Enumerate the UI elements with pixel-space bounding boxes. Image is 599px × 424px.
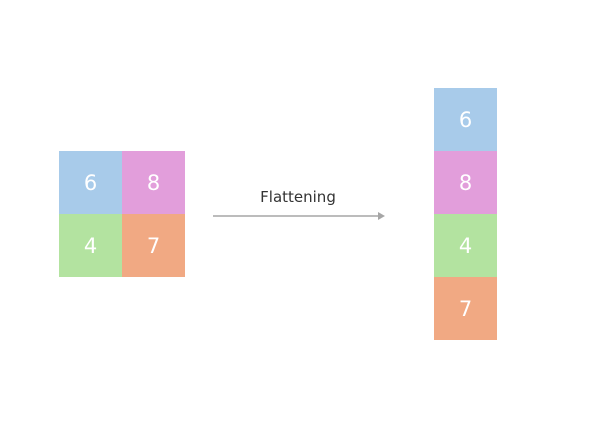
right-arrow-icon xyxy=(213,212,385,220)
input-cell: 8 xyxy=(122,151,185,214)
input-cell: 6 xyxy=(59,151,122,214)
output-cell: 6 xyxy=(434,88,497,151)
operation-label: Flattening xyxy=(260,188,336,206)
output-cell: 7 xyxy=(434,277,497,340)
output-cell: 8 xyxy=(434,151,497,214)
output-cell: 4 xyxy=(434,214,497,277)
input-cell: 7 xyxy=(122,214,185,277)
arrow-head xyxy=(378,212,385,220)
input-cell: 4 xyxy=(59,214,122,277)
